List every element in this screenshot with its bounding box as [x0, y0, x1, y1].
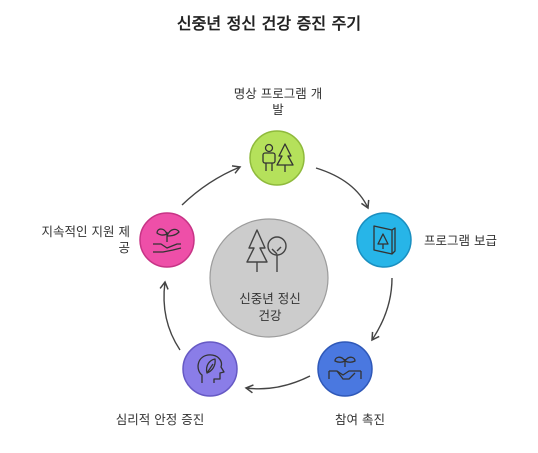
arrow-5-to-1	[181, 165, 242, 206]
person-and-tree-icon	[262, 143, 294, 172]
head-with-leaf-icon	[197, 354, 225, 383]
arrow-1-to-2	[315, 167, 370, 210]
node-1-label: 명상 프로그램 개 발	[233, 86, 323, 117]
node-3	[317, 341, 373, 397]
arrow-2-to-3	[371, 277, 393, 342]
arrow-3-to-4	[244, 375, 311, 394]
node-3-label: 참여 촉진	[335, 412, 385, 427]
hand-holding-plant-icon	[153, 228, 182, 253]
page-title: 신중년 정신 건강 증진 주기	[176, 14, 362, 33]
node-4	[182, 341, 238, 397]
handshake-with-sprout-icon	[328, 356, 362, 380]
node-2	[356, 212, 412, 268]
center-label: 신중년 정신 건강	[239, 291, 301, 323]
node-4-label: 심리적 안정 증진	[115, 412, 205, 427]
node-5-label: 지속적인 지원 제 공	[41, 224, 130, 255]
node-2-label: 프로그램 보급	[424, 233, 497, 248]
trees-icon	[246, 229, 287, 272]
node-1	[249, 130, 305, 186]
arrow-4-to-5	[159, 280, 181, 351]
node-5	[139, 212, 195, 268]
book-with-tree-icon	[373, 225, 396, 255]
center-circle	[209, 218, 329, 338]
